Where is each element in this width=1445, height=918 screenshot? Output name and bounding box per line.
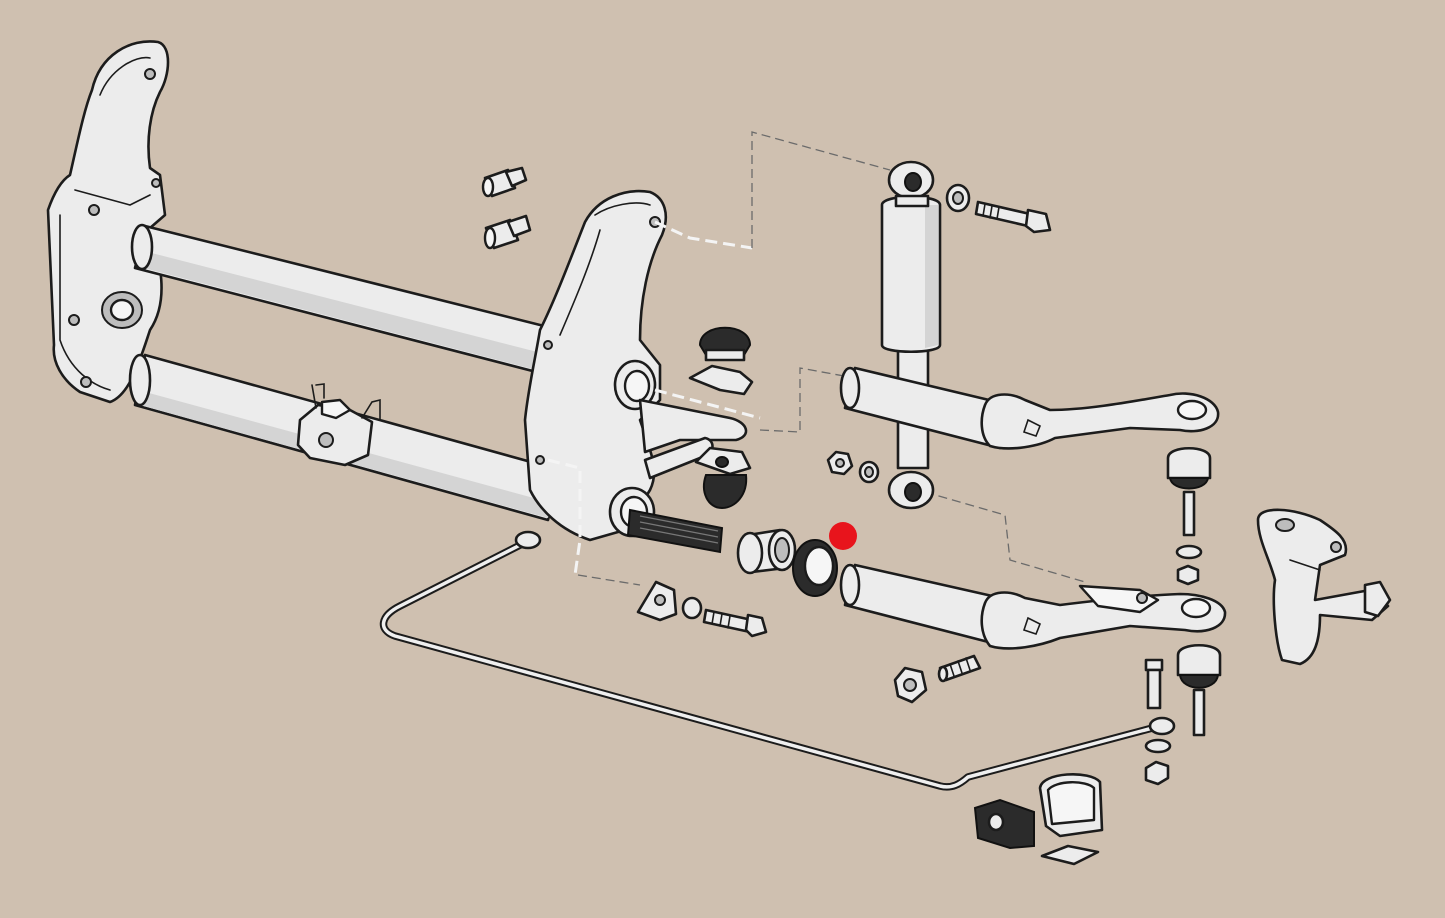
assembly-guide-upper <box>654 220 753 250</box>
grease-nipple-upper[interactable] <box>481 166 528 198</box>
shock-mount-bolt[interactable] <box>974 200 1052 234</box>
anti-roll-bar-clamp[interactable] <box>636 580 768 638</box>
lower-bump-stop[interactable] <box>694 446 752 510</box>
lower-trailing-arm[interactable] <box>839 563 1227 650</box>
lock-nut[interactable] <box>826 450 880 484</box>
roll-bar-end-washers <box>1144 738 1172 786</box>
right-carrier-side-plate[interactable] <box>523 189 748 542</box>
seal-ring[interactable] <box>792 539 838 597</box>
set-screw[interactable] <box>893 654 982 704</box>
shock-absorber[interactable] <box>880 160 942 510</box>
selection-marker[interactable] <box>829 522 857 550</box>
torsion-leaf-spring-end[interactable] <box>626 508 724 554</box>
shock-mount-washer[interactable] <box>945 183 971 213</box>
needle-bearing[interactable] <box>736 528 797 575</box>
anti-roll-bar[interactable] <box>379 530 1176 791</box>
steering-box-mount[interactable] <box>296 383 381 467</box>
steering-knuckle[interactable] <box>1256 508 1392 666</box>
lower-ball-joint[interactable] <box>1144 644 1222 737</box>
assembly-guide-arm <box>654 388 761 420</box>
upper-trailing-arm[interactable] <box>839 366 1220 450</box>
shock-guide-mid <box>759 367 856 433</box>
upper-ball-joint[interactable] <box>1166 447 1212 586</box>
upper-bump-stop[interactable] <box>688 326 754 396</box>
left-trailing-arm-carrier[interactable] <box>46 40 170 404</box>
grease-nipple-lower[interactable] <box>483 214 532 250</box>
shock-guide-low <box>924 491 1086 583</box>
shock-guide-top <box>751 131 891 248</box>
anti-roll-bar-bushing[interactable] <box>973 772 1104 866</box>
bracket-guide <box>577 574 641 586</box>
